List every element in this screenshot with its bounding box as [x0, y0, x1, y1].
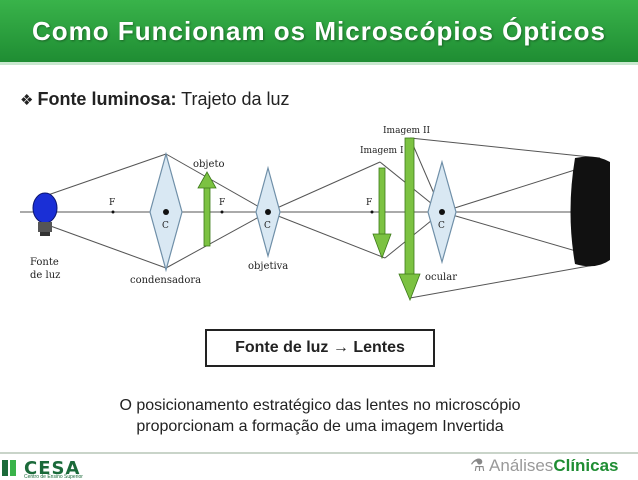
- label-center-2: C: [264, 221, 271, 231]
- cesa-logo-text: CESA: [24, 458, 81, 479]
- caption-line-1: O posicionamento estratégico das lentes …: [119, 397, 521, 414]
- analises-logo-icon: ⚗: [470, 456, 486, 475]
- page-title: Como Funcionam os Microscópios Ópticos: [32, 16, 606, 46]
- label-center-3: C: [438, 221, 445, 231]
- label-condensadora: condensadora: [130, 275, 201, 286]
- bullet-line: ❖Fonte luminosa: Trajeto da luz: [20, 89, 290, 110]
- analises-clinicas-logo: ⚗ AnálisesClínicas: [470, 456, 619, 476]
- label-objetiva: objetiva: [248, 261, 288, 272]
- label-fonte-2: de luz: [30, 270, 60, 281]
- center-dot-objective: [265, 209, 271, 215]
- label-ocular: ocular: [425, 272, 457, 283]
- focus-dot-1: [111, 210, 115, 214]
- label-fonte-1: Fonte: [30, 257, 59, 268]
- header-bar: Como Funcionam os Microscópios Ópticos: [0, 0, 638, 65]
- focus-dot-3: [370, 210, 374, 214]
- eye-icon: [570, 156, 610, 267]
- summary-box: Fonte de luz → Lentes: [205, 329, 435, 367]
- label-focus-1: F: [109, 198, 115, 208]
- caption-line-2: proporcionam a formação de uma imagem In…: [136, 418, 504, 435]
- center-dot-condenser: [163, 209, 169, 215]
- cesa-logo-subtitle: Centro de Ensino Superior: [24, 474, 83, 480]
- light-bulb-icon: [32, 192, 58, 236]
- center-dot-ocular: [439, 209, 445, 215]
- label-center-1: C: [162, 221, 169, 231]
- label-focus-2: F: [219, 198, 225, 208]
- focus-dot-2: [220, 210, 224, 214]
- object-arrow: [197, 171, 217, 247]
- label-imagem-1: Imagem I: [360, 146, 404, 156]
- diamond-bullet-icon: ❖: [20, 92, 34, 109]
- optical-path-diagram: Fonte de luz condensadora objetiva ocula…: [20, 126, 610, 302]
- caption: O posicionamento estratégico das lentes …: [60, 395, 580, 437]
- image-1-arrow: [372, 167, 392, 260]
- analises-logo-suffix: Clínicas: [553, 456, 619, 475]
- footer-divider: [0, 452, 638, 454]
- label-imagem-2: Imagem II: [383, 126, 430, 136]
- bullet-text: Trajeto da luz: [176, 89, 290, 109]
- analises-logo-prefix: Análises: [489, 456, 554, 475]
- label-focus-3: F: [366, 198, 372, 208]
- light-rays: [44, 137, 601, 299]
- image-2-arrow: [398, 137, 421, 302]
- label-objeto: objeto: [193, 159, 224, 170]
- cesa-logo-icon: [2, 460, 16, 476]
- bullet-bold-text: Fonte luminosa:: [37, 89, 177, 109]
